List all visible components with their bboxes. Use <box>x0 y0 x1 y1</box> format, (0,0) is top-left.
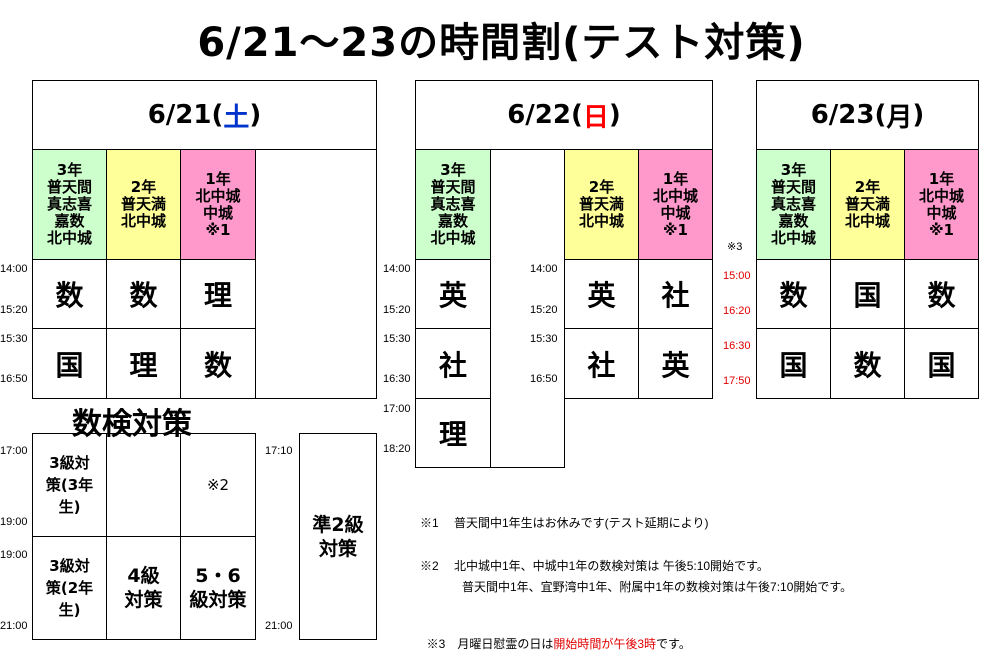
note-3: ※3 月曜日慰霊の日は開始時間が午後3時です。 <box>426 637 691 651</box>
day2-weekday: 日 <box>582 102 609 133</box>
day2-left-time6: 18:20 <box>383 443 411 455</box>
suken-label: 数検対策 <box>72 407 192 442</box>
day1-time-start2: 15:30 <box>0 333 28 345</box>
suken-time-end1: 19:00 <box>0 516 28 528</box>
note-3-highlight: 開始時間が午後3時 <box>553 637 657 651</box>
day1-grade2-header: 2年 普天満 北中城 <box>106 149 181 260</box>
jun2-cell: 準2級 対策 <box>299 433 377 640</box>
day2-right-time2: 15:20 <box>530 304 558 316</box>
day2-left-p3: 理 <box>415 398 491 468</box>
day2-right-p1-g2: 英 <box>564 259 639 329</box>
day3-p2-g3: 国 <box>756 328 831 399</box>
jun2-time-start: 17:10 <box>265 445 293 457</box>
day1-p1-g1: 理 <box>180 259 256 329</box>
day1-time-end2: 16:50 <box>0 373 28 385</box>
day3-grade3-header: 3年 普天間 真志喜 嘉数 北中城 <box>756 149 831 260</box>
day1-p1-g3: 数 <box>32 259 107 329</box>
suken-s1-g3: 3級対 策(3年 生) <box>32 433 107 537</box>
day2-right-time3: 15:30 <box>530 333 558 345</box>
day2-right-p1-g1: 社 <box>638 259 713 329</box>
day1-p1-g2: 数 <box>106 259 181 329</box>
day1-p2-g3: 国 <box>32 328 107 399</box>
day1-time-end1: 15:20 <box>0 304 28 316</box>
day2-grade3-header: 3年 普天間 真志喜 嘉数 北中城 <box>415 149 491 260</box>
day2-left-time1: 14:00 <box>383 263 411 275</box>
jun2-time-end: 21:00 <box>265 620 293 632</box>
day2-right-time1: 14:00 <box>530 263 558 275</box>
day2-left-p2: 社 <box>415 328 491 399</box>
day3-weekday: 月 <box>886 102 913 133</box>
day3-time-end2: 17:50 <box>723 375 751 387</box>
day3-p2-g2: 数 <box>830 328 905 399</box>
day1-time-start1: 14:00 <box>0 263 28 275</box>
day2-right-p2-g2: 社 <box>564 328 639 399</box>
suken-s1-g2 <box>106 433 181 537</box>
day1-grade3-header: 3年 普天間 真志喜 嘉数 北中城 <box>32 149 107 260</box>
suken-s1-g1: ※2 <box>180 433 256 537</box>
note-1: ※1 普天間中1年生はお休みです(テスト延期により) <box>420 516 709 530</box>
page-title: 6/21〜23の時間割(テスト対策) <box>197 20 806 66</box>
day3-grade2-header: 2年 普天満 北中城 <box>830 149 905 260</box>
suken-s2-g2: 4級 対策 <box>106 536 181 640</box>
day2-grade2-header: 2年 普天満 北中城 <box>564 149 639 260</box>
day2-right-time4: 16:50 <box>530 373 558 385</box>
day3-mark: ※3 <box>727 241 743 253</box>
day1-p2-g2: 理 <box>106 328 181 399</box>
suken-s2-g1: 5・6 級対策 <box>180 536 256 640</box>
day2-left-p1: 英 <box>415 259 491 329</box>
day1-grade1-header: 1年 北中城 中城 ※1 <box>180 149 256 260</box>
day1-weekday: 土 <box>223 102 250 133</box>
day3-header: 6/23(月) <box>756 80 979 150</box>
day2-left-time3: 15:30 <box>383 333 411 345</box>
note-2b: 普天間中1年、宜野湾中1年、附属中1年の数検対策は午後7:10開始です。 <box>462 580 853 594</box>
day3-p1-g1: 数 <box>904 259 979 329</box>
day3-p1-g2: 国 <box>830 259 905 329</box>
day3-p1-g3: 数 <box>756 259 831 329</box>
suken-time-start2: 19:00 <box>0 549 28 561</box>
day2-header: 6/22(日) <box>415 80 713 150</box>
day2-left-time2: 15:20 <box>383 304 411 316</box>
day3-time-start2: 16:30 <box>723 340 751 352</box>
suken-time-end2: 21:00 <box>0 620 28 632</box>
suken-time-start1: 17:00 <box>0 445 28 457</box>
day2-grade1-header: 1年 北中城 中城 ※1 <box>638 149 713 260</box>
day3-time-start1: 15:00 <box>723 270 751 282</box>
day2-left-time4: 16:30 <box>383 373 411 385</box>
day3-time-end1: 16:20 <box>723 305 751 317</box>
day3-p2-g1: 国 <box>904 328 979 399</box>
note-2a: ※2 北中城中1年、中城中1年の数検対策は 午後5:10開始です。 <box>420 559 769 573</box>
day2-right-p2-g1: 英 <box>638 328 713 399</box>
day3-grade1-header: 1年 北中城 中城 ※1 <box>904 149 979 260</box>
day2-left-time5: 17:00 <box>383 403 411 415</box>
day1-p2-g1: 数 <box>180 328 256 399</box>
suken-s2-g3: 3級対 策(2年 生) <box>32 536 107 640</box>
day1-header: 6/21(土) <box>32 80 377 150</box>
